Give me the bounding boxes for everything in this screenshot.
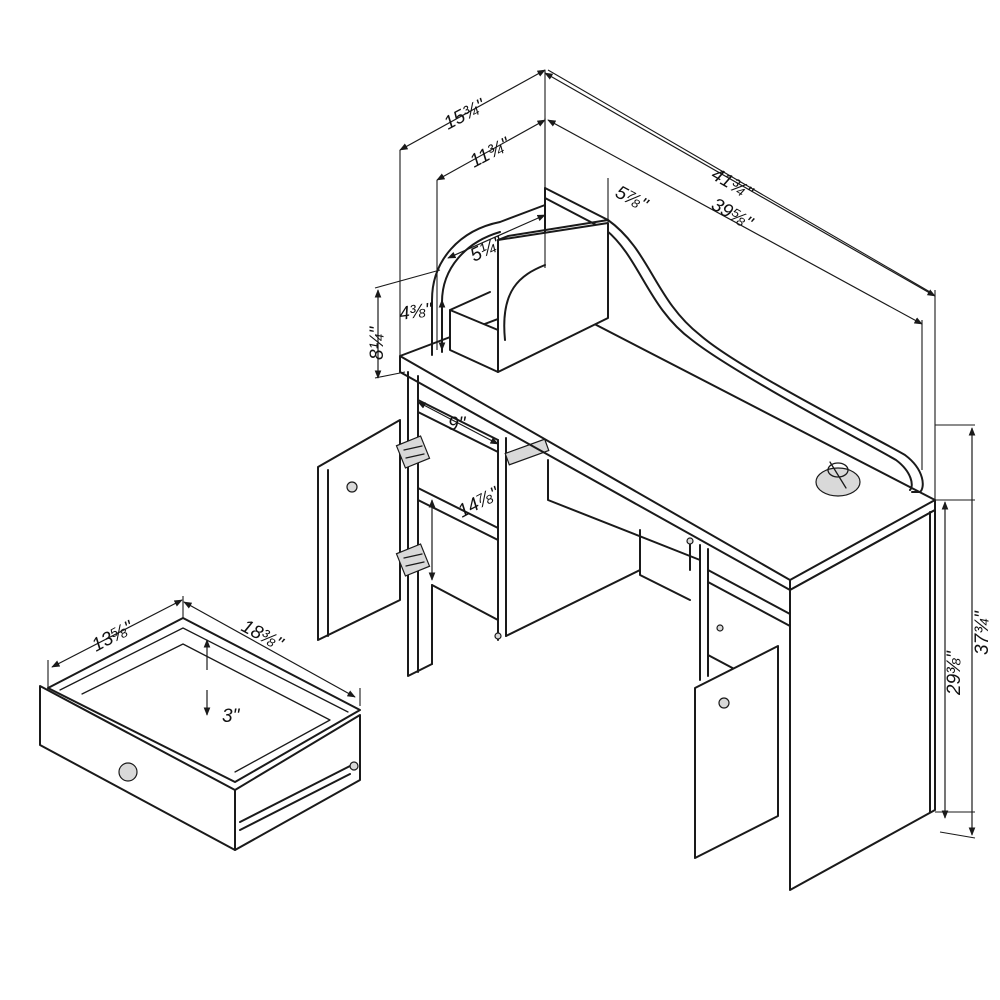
drawer <box>39 617 361 851</box>
label-desk-height: 29⅜" <box>944 650 965 696</box>
right-door <box>694 645 779 859</box>
label-hutch-depth: 15¾" <box>440 95 490 135</box>
desk <box>317 187 936 891</box>
right-cabinet <box>699 509 936 891</box>
drawer-slide-icon <box>504 438 550 466</box>
label-cubby-width: 9" <box>448 414 467 435</box>
door-knob-icon <box>346 481 358 493</box>
label-shelf-depth: 5⅞" <box>612 182 652 217</box>
drawer-slide-icon <box>349 761 359 771</box>
hinge-bottom-icon <box>395 543 431 577</box>
label-hutch-height: 8¼" <box>367 326 388 360</box>
label-total-height: 37¾" <box>972 610 993 655</box>
drawer-knob-icon <box>118 762 138 782</box>
door-knob-icon <box>718 697 730 709</box>
label-hutch-width: 39⅝" <box>708 194 757 235</box>
hinge-top-icon <box>395 435 431 469</box>
cable-grommet-icon <box>815 461 861 497</box>
left-door <box>317 419 401 641</box>
label-drawer-height: 3" <box>222 706 241 727</box>
label-cubby-height: 14⅞" <box>454 483 504 523</box>
label-hutch-inner-depth: 11¾" <box>466 133 514 172</box>
dimension-lines <box>47 69 976 839</box>
label-shelf-height: 4⅜" <box>398 299 435 325</box>
